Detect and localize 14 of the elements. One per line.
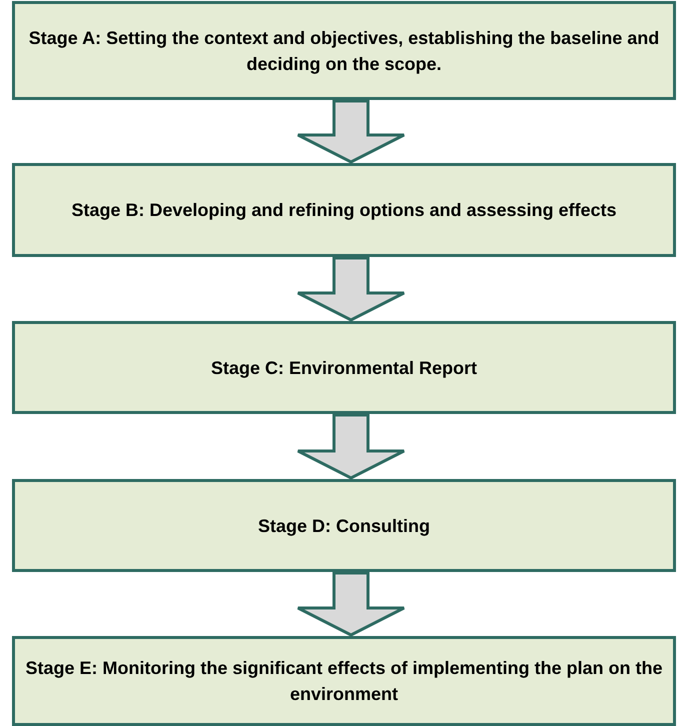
block-arrow: [296, 256, 406, 322]
stage-text: Stage C: Environmental Report: [210, 356, 478, 380]
block-arrow: [296, 414, 406, 480]
stage-box: [12, 479, 676, 572]
stage-box: [12, 321, 676, 414]
stage-text: Stage D: Consulting: [258, 514, 430, 538]
stage-box: [12, 163, 676, 257]
stage-text: Stage E: Monitoring the significant effects of implementing the plan on the environment: [24, 657, 664, 706]
stage-box: [12, 636, 676, 726]
stage-text: Stage A: Setting the context and objectives, establishing the baseline and deciding on the scope.: [28, 26, 660, 76]
stage-box: [12, 1, 676, 100]
block-arrow: [296, 572, 406, 637]
stage-text: Stage B: Developing and refining options and assessing effects: [71, 199, 617, 222]
block-arrow: [296, 100, 406, 164]
